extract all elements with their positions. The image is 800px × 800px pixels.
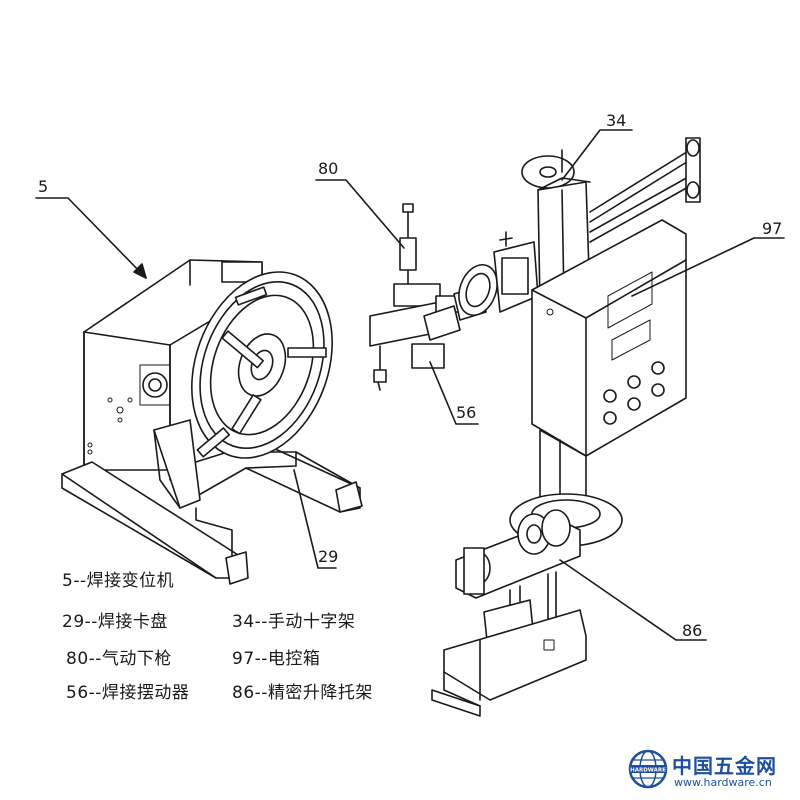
callout-56: 56 (429, 361, 479, 425)
hardware-logo: HARDWARE 中国五金网 www.hardware.cn (628, 748, 793, 792)
callout-80: 80 (315, 159, 405, 249)
legend-item-80: 80--气动下枪 (66, 649, 172, 669)
callout-97: 97 (631, 219, 785, 297)
callout-86: 86 (559, 559, 707, 641)
legend-item-86: 86--精密升降托架 (232, 683, 373, 703)
legend-item-34: 34--手动十字架 (232, 612, 356, 632)
legend-item-5: 5--焊接变位机 (62, 571, 175, 591)
logo-url: www.hardware.cn (674, 776, 772, 789)
callout-5: 5 (35, 177, 147, 279)
svg-text:HARDWARE: HARDWARE (630, 768, 666, 774)
callout-29-label: 29 (318, 547, 338, 566)
legend-item-97: 97--电控箱 (232, 649, 321, 669)
callout-80-label: 80 (318, 159, 338, 178)
callout-97-label: 97 (762, 219, 782, 238)
globe-icon: HARDWARE (628, 749, 668, 789)
welding-positioner (61, 259, 363, 585)
callout-86-label: 86 (682, 621, 702, 640)
callout-29: 29 (293, 469, 338, 569)
legend-item-29: 29--焊接卡盘 (62, 612, 168, 632)
logo-title: 中国五金网 (672, 754, 777, 778)
callout-34: 34 (561, 111, 633, 181)
lifting-bracket (431, 509, 587, 717)
callout-34-label: 34 (606, 111, 626, 130)
manual-cross-column (509, 137, 701, 547)
callout-5-label: 5 (38, 177, 48, 196)
callout-56-label: 56 (456, 403, 476, 422)
legend-item-56: 56--焊接摆动器 (66, 683, 190, 703)
pneumatic-torch-assembly (369, 203, 539, 391)
